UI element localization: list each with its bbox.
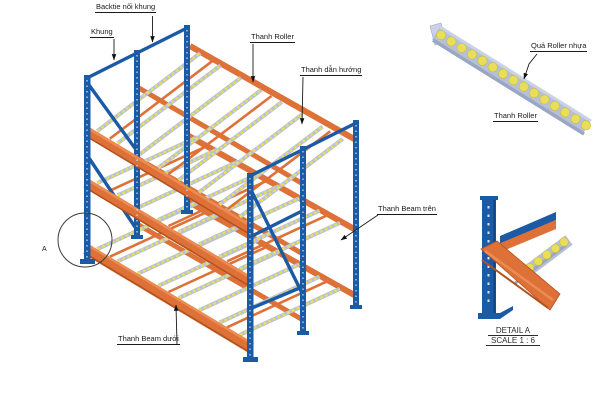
detail-orange-rail	[498, 220, 556, 253]
label-thanh-beam-tren: Thanh Beam trên	[377, 204, 437, 215]
detail-a-circle	[57, 212, 113, 268]
label-detail-marker-a: A	[42, 246, 47, 253]
leader-qua-roller	[523, 53, 538, 80]
label-thanh-dan-huong: Thanh dẫn hướng	[300, 65, 363, 76]
beam-middle	[83, 177, 254, 288]
plastic-rollers	[435, 29, 591, 131]
roller-track-detail	[429, 22, 592, 136]
detail-a-view	[478, 196, 573, 319]
detail-a-scale: SCALE 1 : 6	[486, 336, 540, 346]
leader-beam-tren	[340, 214, 379, 241]
leader-dan-huong	[299, 76, 305, 125]
label-thanh-roller: Thanh Roller	[250, 32, 295, 43]
label-thanh-beam-duoi: Thanh Beam dưới	[117, 334, 180, 345]
detail-blue-beam	[500, 212, 556, 244]
label-thanh-roller-detail: Thanh Roller	[493, 111, 538, 122]
leader-lines	[111, 16, 538, 346]
front-beams	[83, 125, 254, 354]
frame-braces	[86, 26, 357, 310]
label-backtie: Backtie nối khung	[95, 2, 157, 13]
leader-beam-duoi	[173, 304, 179, 346]
label-qua-roller-nhua: Quả Roller nhựa	[530, 41, 588, 52]
label-khung: Khung	[90, 27, 114, 38]
detail-a-title: DETAIL A	[488, 326, 538, 336]
detail-foot	[478, 306, 513, 319]
beam-top	[83, 125, 254, 236]
post-hole-pattern	[86, 30, 357, 358]
beam-bottom	[83, 242, 254, 354]
